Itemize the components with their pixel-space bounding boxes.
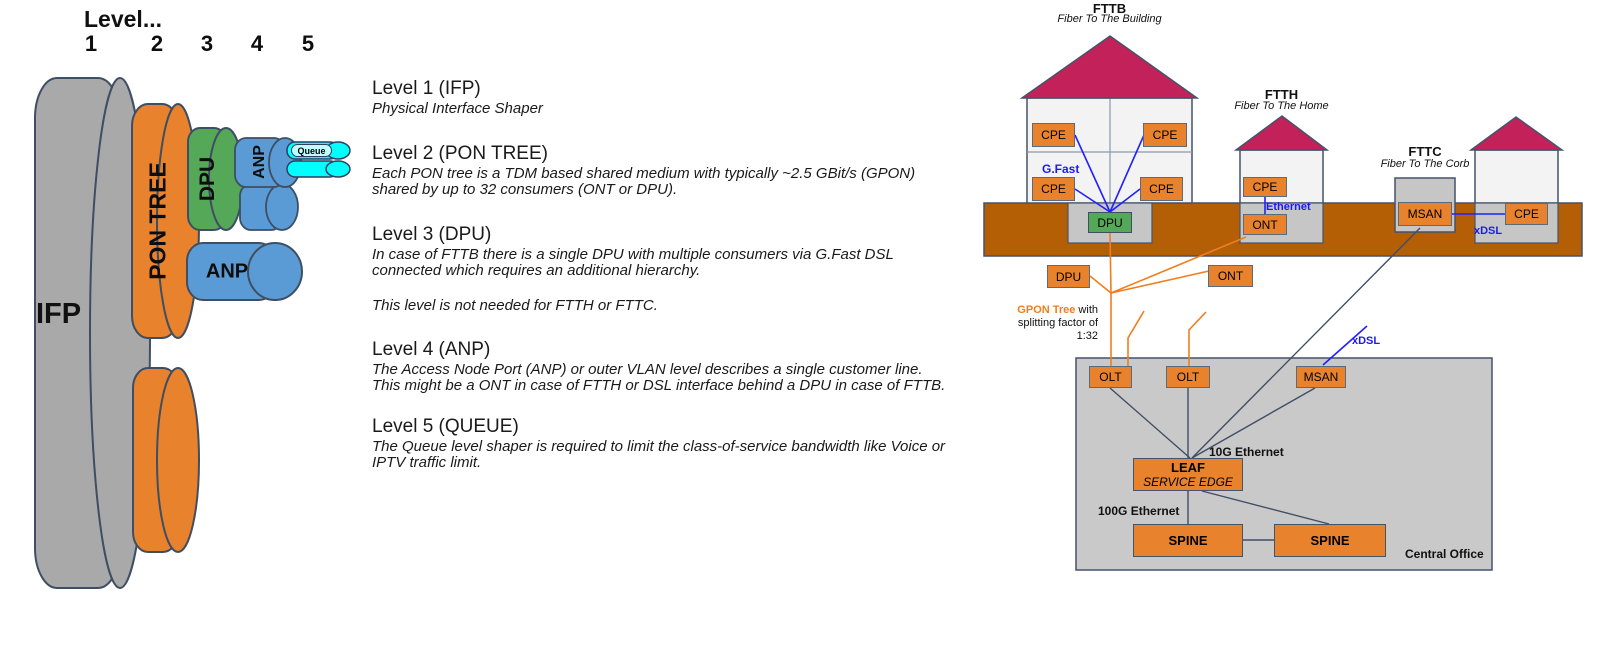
leaf-title: LEAF <box>1171 459 1205 475</box>
legend-level4-heading: Level 4 (ANP) <box>372 339 491 360</box>
gfast-label: G.Fast <box>1042 162 1080 176</box>
co-olt2-box: OLT <box>1166 366 1210 388</box>
subscriber-lines <box>1074 134 1505 366</box>
ethernet-label: Ethernet <box>1266 201 1311 213</box>
co-olt1-box: OLT <box>1089 366 1132 388</box>
co-msan-box: MSAN <box>1296 366 1346 388</box>
legend-level3-heading: Level 3 (DPU) <box>372 224 492 245</box>
gpon-tree-rest: with <box>1075 304 1098 316</box>
ftth-cpe-box: CPE <box>1243 177 1287 197</box>
fttb-dpu-box: DPU <box>1088 212 1132 233</box>
central-office-label: Central Office <box>1405 547 1484 561</box>
legend-level5-body: The Queue level shaper is required to li… <box>372 438 946 471</box>
eth-100g-label: 100G Ethernet <box>1098 504 1180 518</box>
legend-level2-body: Each PON tree is a TDM based shared medi… <box>372 165 916 198</box>
queue-cylinder-2 <box>286 160 351 178</box>
fttb-cpe-top-left: CPE <box>1032 123 1075 147</box>
fttb-cpe-bottom-right: CPE <box>1140 177 1183 201</box>
gpon-tree-annotation: GPON Tree with splitting factor of 1:32 <box>995 304 1098 343</box>
level-number-2: 2 <box>150 31 164 56</box>
leaf-subtitle: SERVICE EDGE <box>1143 474 1233 489</box>
fttc-cpe-box: CPE <box>1505 203 1548 225</box>
level-number-3: 3 <box>200 31 214 56</box>
fttb-subtitle: Fiber To The Building <box>1057 13 1162 25</box>
ethernet-backbone-lines <box>1109 227 1421 541</box>
legend-level3-body: In case of FTTB there is a single DPU wi… <box>372 246 894 279</box>
legend-level2-heading: Level 2 (PON TREE) <box>372 143 548 164</box>
co-leaf-box: LEAF SERVICE EDGE <box>1133 458 1243 491</box>
fttc-xdsl-label: xDSL <box>1474 225 1503 237</box>
fttb-cpe-top-right: CPE <box>1143 123 1187 147</box>
legend-level4-body: The Access Node Port (ANP) or outer VLAN… <box>372 361 946 394</box>
gpon-tree-line3: 1:32 <box>1076 330 1098 342</box>
levels-header-title: Level... <box>84 6 162 32</box>
fttc-msan-box: MSAN <box>1398 202 1452 226</box>
anp-lower-cylinder <box>239 183 299 231</box>
anp-top-label: ANP <box>251 145 268 179</box>
ifp-label: IFP <box>36 298 82 330</box>
street-ont-box: ONT <box>1208 265 1253 287</box>
ftth-ont-box: ONT <box>1243 214 1287 235</box>
gpon-tree-line2: splitting factor of <box>1017 317 1098 329</box>
legend-level3-note: This level is not needed for FTTH or FTT… <box>372 297 658 314</box>
eth-10g-label: 10G Ethernet <box>1209 445 1284 459</box>
pon-tree2-cylinder <box>132 367 200 553</box>
level-number-1: 1 <box>84 31 98 56</box>
co-spine2-box: SPINE <box>1274 524 1386 557</box>
street-dpu-box: DPU <box>1047 265 1090 288</box>
legend-level1-heading: Level 1 (IFP) <box>372 78 481 99</box>
queue-label: Queue <box>291 144 332 157</box>
legend-level1-body: Physical Interface Shaper <box>372 100 543 117</box>
gpon-tree-strong: GPON Tree <box>1017 304 1076 316</box>
gpon-fiber-lines <box>1089 232 1247 366</box>
fttc-title: FTTC <box>1408 144 1442 159</box>
level-number-4: 4 <box>250 31 264 56</box>
dpu-cylinder-label: DPU <box>196 156 219 202</box>
pon-tree-label: PON TREE <box>144 162 171 280</box>
fttb-cpe-bottom-left: CPE <box>1032 177 1075 201</box>
ftth-title: FTTH <box>1264 87 1299 102</box>
legend-level5-heading: Level 5 (QUEUE) <box>372 416 519 437</box>
anp-standalone-cylinder <box>186 242 303 301</box>
ftth-subtitle: Fiber To The Home <box>1234 100 1329 112</box>
level-number-5: 5 <box>301 31 315 56</box>
co-xdsl-label: xDSL <box>1352 335 1381 347</box>
fttb-title: FTTB <box>1092 1 1127 16</box>
anp-standalone-label: ANP <box>205 260 249 283</box>
fttc-subtitle: Fiber To The Corb <box>1380 158 1470 170</box>
co-spine1-box: SPINE <box>1133 524 1243 557</box>
